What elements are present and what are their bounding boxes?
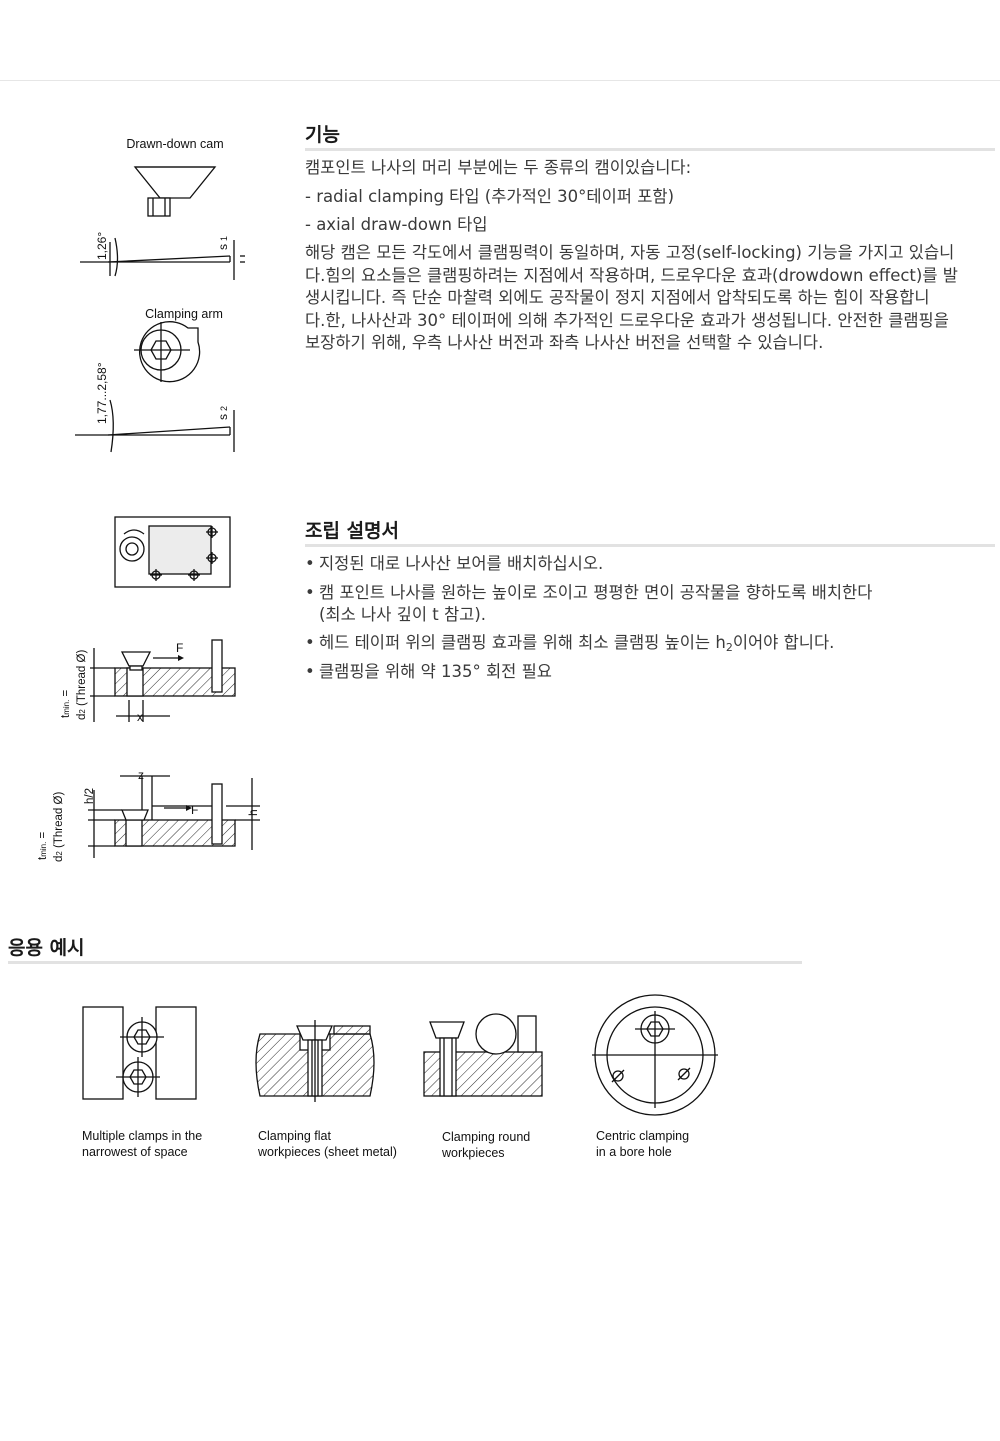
svg-text:d2 (Thread Ø): d2 (Thread Ø) (53, 792, 65, 862)
section-view-radial: F x (90, 639, 236, 724)
drawn-down-cam-drawing: Drawn-down cam (80, 137, 245, 280)
svg-text:2: 2 (219, 406, 229, 411)
assembly-title: 조립 설명서 (305, 520, 400, 542)
examples-rule (8, 961, 802, 964)
section-view-axial: F z h (88, 768, 260, 858)
thread-label-2: tmin. = d2 (Thread Ø) (37, 792, 65, 862)
function-title: 기능 (305, 124, 340, 146)
assembly-bullet-1: 지정된 대로 나사산 보어를 배치하십시오. (305, 553, 603, 575)
examples-title: 응용 예시 (8, 937, 85, 959)
function-line-1: 캠포인트 나사의 머리 부분에는 두 종류의 캠이있습니다: (305, 158, 692, 177)
drawn-down-cam-label: Drawn-down cam (126, 137, 223, 151)
svg-text:d2 (Thread Ø): d2 (Thread Ø) (76, 650, 88, 720)
function-line-2: - radial clamping 타입 (추가적인 30°테이퍼 포함) (305, 187, 675, 206)
svg-text:1: 1 (219, 236, 229, 241)
function-rule (305, 148, 995, 151)
svg-text:z: z (138, 768, 144, 782)
example-round-workpieces (423, 1013, 543, 1097)
svg-text:h/2: h/2 (84, 788, 96, 804)
svg-text:x: x (137, 710, 143, 724)
example-centric-bore (592, 994, 718, 1116)
svg-text:1,26°: 1,26° (95, 232, 109, 260)
h-half-label: h/2 (84, 788, 96, 804)
function-line-3: - axial draw-down 타입 (305, 215, 488, 234)
assembly-top-view (114, 516, 231, 588)
example-flat-workpieces (255, 1020, 375, 1102)
top-divider (0, 80, 1000, 81)
svg-text:tmin. =: tmin. = (37, 831, 49, 860)
clamping-arm-drawing: Clamping arm (75, 307, 235, 453)
svg-text:tmin. =: tmin. = (60, 689, 72, 718)
svg-text:s: s (216, 414, 230, 420)
assembly-bullet-2: 캠 포인트 나사를 원하는 높이로 조이고 평평한 면이 공작물을 향하도록 배… (305, 582, 872, 626)
svg-text:s: s (216, 244, 230, 250)
thread-label-1: tmin. = d2 (Thread Ø) (60, 650, 88, 720)
svg-text:h: h (246, 809, 260, 816)
svg-text:1,77...2,58°: 1,77...2,58° (95, 362, 109, 424)
assembly-rule (305, 544, 995, 547)
example-multiple-clamps (82, 1006, 197, 1100)
assembly-bullet-3: 헤드 테이퍼 위의 클램핑 효과를 위해 최소 클램핑 높이는 h2이어야 합니… (305, 632, 834, 659)
svg-text:F: F (191, 803, 198, 817)
s2-label: s 2 (216, 406, 230, 420)
angle-label-1: 1,26° (95, 232, 109, 260)
s1-label: s 1 (216, 236, 230, 250)
svg-text:F: F (176, 641, 183, 655)
assembly-bullet-4: 클램핑을 위해 약 135° 회전 필요 (305, 661, 552, 683)
angle-label-2: 1,77...2,58° (95, 362, 109, 424)
clamping-arm-label: Clamping arm (145, 307, 223, 321)
